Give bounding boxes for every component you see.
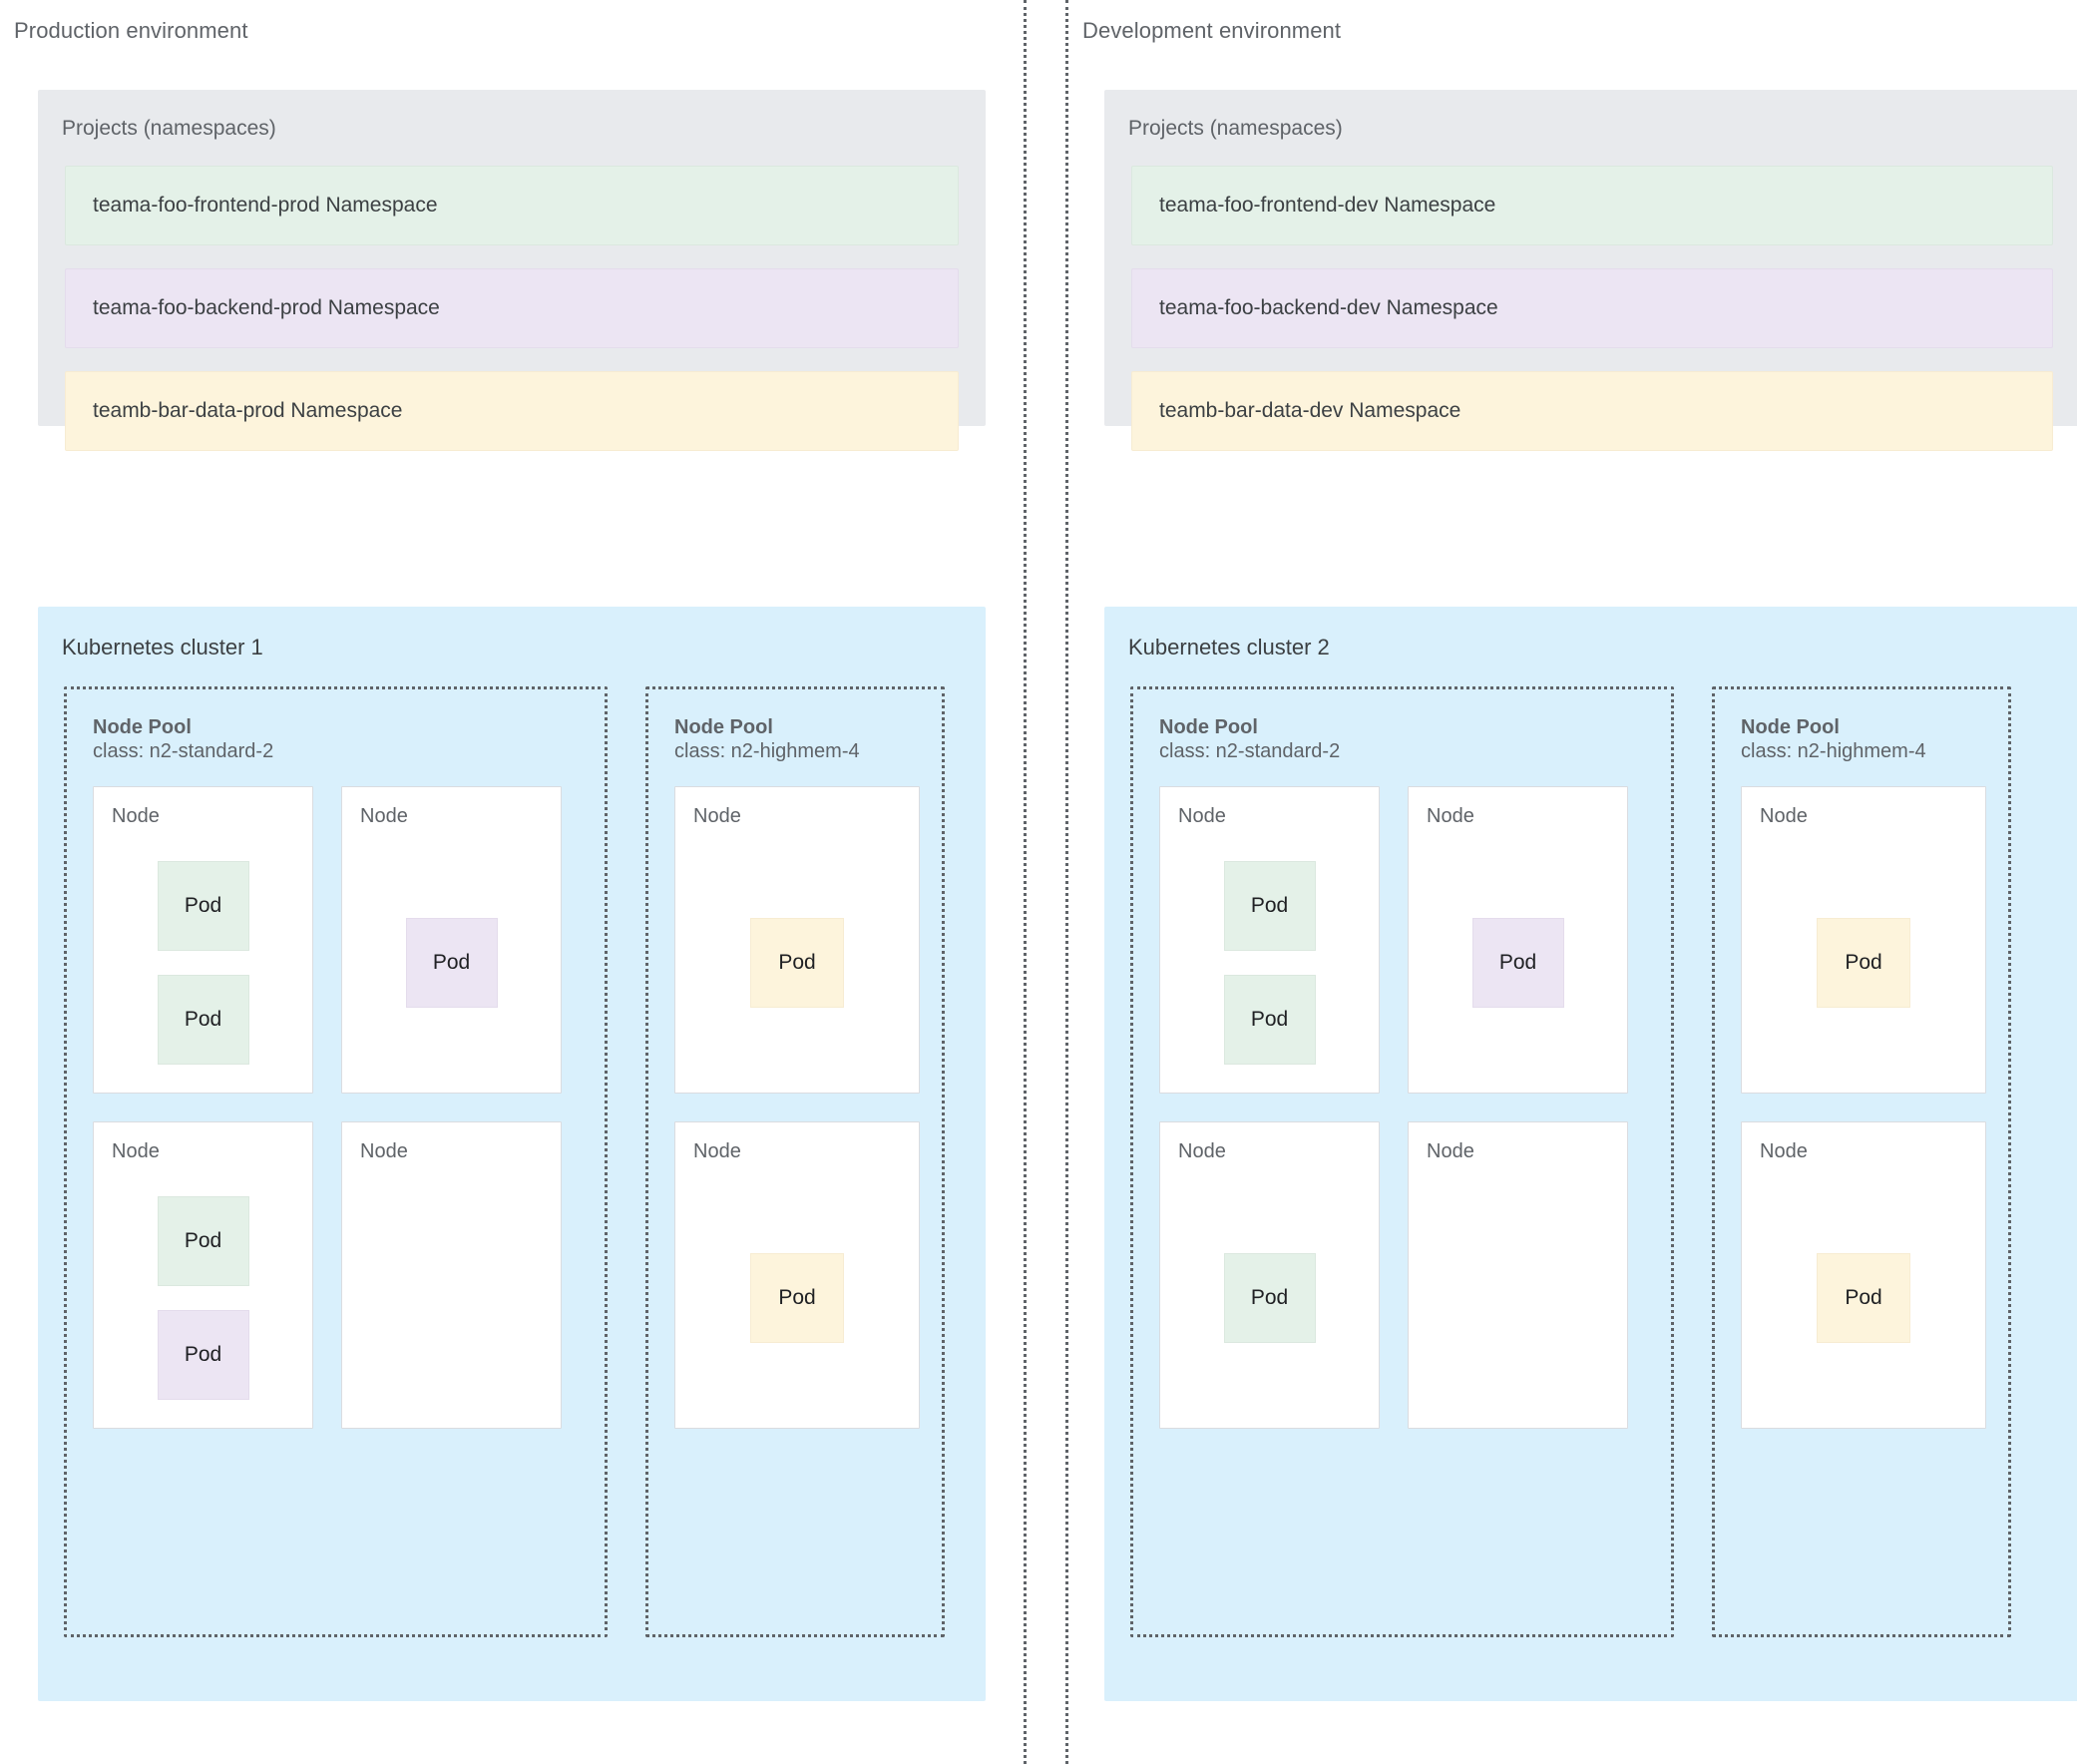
pod-container: Pod xyxy=(1742,1178,1985,1418)
pod-container: Pod Pod xyxy=(94,1178,312,1418)
node-label: Node xyxy=(112,804,160,827)
environment-title: Development environment xyxy=(1082,18,1342,43)
pod[interactable]: Pod xyxy=(1223,974,1316,1065)
node[interactable]: Node Pod Pod xyxy=(1159,785,1380,1094)
pod-container: Pod Pod xyxy=(1160,843,1379,1083)
pod[interactable]: Pod xyxy=(157,974,249,1065)
pod[interactable]: Pod xyxy=(1817,1252,1910,1343)
namespace-list: teama-foo-frontend-dev Namespace teama-f… xyxy=(1131,166,2053,451)
node[interactable]: Node xyxy=(1408,1120,1628,1429)
node-label: Node xyxy=(1178,804,1226,827)
pod-container: Pod xyxy=(1742,843,1985,1083)
node-grid: Node Pod Node Pod xyxy=(648,785,948,1429)
node-pool: Node Pool class: n2-highmem-4 Node Pod N… xyxy=(1712,686,2011,1637)
projects-panel-label: Projects (namespaces) xyxy=(1128,117,1343,140)
node-pool-title: Node Pool xyxy=(1159,716,1258,738)
pod[interactable]: Pod xyxy=(1817,917,1910,1008)
node-label: Node xyxy=(360,804,408,827)
projects-panel-label: Projects (namespaces) xyxy=(62,117,276,140)
kubernetes-cluster-panel: Kubernetes cluster 1 Node Pool class: n2… xyxy=(38,607,986,1701)
cluster-label: Kubernetes cluster 1 xyxy=(62,635,263,660)
node[interactable]: Node xyxy=(341,1120,562,1429)
environment-divider-right xyxy=(1065,0,1068,1764)
namespace-item[interactable]: teamb-bar-data-prod Namespace xyxy=(65,371,959,451)
node-pool-header: Node Pool class: n2-standard-2 xyxy=(1133,715,1671,764)
node-pool-header: Node Pool class: n2-highmem-4 xyxy=(648,715,942,764)
pod[interactable]: Pod xyxy=(405,917,498,1008)
pod[interactable]: Pod xyxy=(750,917,844,1008)
node-grid: Node Pod Pod Node Pod xyxy=(67,785,611,1429)
pod[interactable]: Pod xyxy=(157,1195,249,1286)
pod-container xyxy=(1409,1178,1627,1418)
node-label: Node xyxy=(1760,804,1808,827)
node-pool-title: Node Pool xyxy=(1741,716,1840,738)
node-pool-class: class: n2-highmem-4 xyxy=(1741,740,1926,763)
projects-panel: Projects (namespaces) teama-foo-frontend… xyxy=(1104,90,2077,451)
environment-divider-left xyxy=(1024,0,1027,1764)
node[interactable]: Node Pod xyxy=(1741,1120,1986,1429)
node-pool-title: Node Pool xyxy=(674,716,773,738)
namespace-item[interactable]: teamb-bar-data-dev Namespace xyxy=(1131,371,2053,451)
cluster-label: Kubernetes cluster 2 xyxy=(1128,635,1330,660)
node-pool-class: class: n2-highmem-4 xyxy=(674,740,860,763)
node-label: Node xyxy=(360,1139,408,1162)
namespace-list: teama-foo-frontend-prod Namespace teama-… xyxy=(65,166,959,451)
pod-container: Pod xyxy=(675,843,919,1083)
pod[interactable]: Pod xyxy=(157,860,249,951)
node-grid: Node Pod Pod Node Pod xyxy=(1133,785,1677,1429)
node[interactable]: Node Pod xyxy=(674,785,920,1094)
node-pool: Node Pool class: n2-standard-2 Node Pod … xyxy=(1130,686,1674,1637)
environment-title: Production environment xyxy=(14,18,248,43)
node-label: Node xyxy=(1427,1139,1474,1162)
pod-container: Pod xyxy=(1409,843,1627,1083)
node-pool-container: Node Pool class: n2-standard-2 Node Pod … xyxy=(1130,686,2012,1637)
pod[interactable]: Pod xyxy=(1223,1252,1316,1343)
node[interactable]: Node Pod Pod xyxy=(93,1120,313,1429)
namespace-item[interactable]: teama-foo-backend-prod Namespace xyxy=(65,268,959,348)
namespace-item[interactable]: teama-foo-backend-dev Namespace xyxy=(1131,268,2053,348)
node-pool-header: Node Pool class: n2-highmem-4 xyxy=(1715,715,2008,764)
node-pool-container: Node Pool class: n2-standard-2 Node Pod … xyxy=(64,686,960,1637)
node-grid: Node Pod Node Pod xyxy=(1715,785,2014,1429)
pod-container: Pod xyxy=(675,1178,919,1418)
node-label: Node xyxy=(693,804,741,827)
projects-panel: Projects (namespaces) teama-foo-frontend… xyxy=(38,90,986,451)
node-label: Node xyxy=(1427,804,1474,827)
pod-container: Pod xyxy=(342,843,561,1083)
node-pool: Node Pool class: n2-standard-2 Node Pod … xyxy=(64,686,608,1637)
pod-container: Pod xyxy=(1160,1178,1379,1418)
node[interactable]: Node Pod xyxy=(1741,785,1986,1094)
node-label: Node xyxy=(112,1139,160,1162)
node-pool-header: Node Pool class: n2-standard-2 xyxy=(67,715,605,764)
node-pool-class: class: n2-standard-2 xyxy=(1159,740,1341,763)
pod-container: Pod Pod xyxy=(94,843,312,1083)
node-pool-title: Node Pool xyxy=(93,716,192,738)
node[interactable]: Node Pod xyxy=(1159,1120,1380,1429)
namespace-item[interactable]: teama-foo-frontend-dev Namespace xyxy=(1131,166,2053,245)
pod[interactable]: Pod xyxy=(750,1252,844,1343)
kubernetes-cluster-panel: Kubernetes cluster 2 Node Pool class: n2… xyxy=(1104,607,2077,1701)
node-pool-class: class: n2-standard-2 xyxy=(93,740,274,763)
node[interactable]: Node Pod xyxy=(674,1120,920,1429)
node-label: Node xyxy=(1178,1139,1226,1162)
pod-container xyxy=(342,1178,561,1418)
pod[interactable]: Pod xyxy=(157,1309,249,1400)
namespace-item[interactable]: teama-foo-frontend-prod Namespace xyxy=(65,166,959,245)
node[interactable]: Node Pod xyxy=(341,785,562,1094)
node[interactable]: Node Pod xyxy=(1408,785,1628,1094)
pod[interactable]: Pod xyxy=(1471,917,1564,1008)
node-pool: Node Pool class: n2-highmem-4 Node Pod N… xyxy=(645,686,945,1637)
node-label: Node xyxy=(1760,1139,1808,1162)
pod[interactable]: Pod xyxy=(1223,860,1316,951)
node-label: Node xyxy=(693,1139,741,1162)
node[interactable]: Node Pod Pod xyxy=(93,785,313,1094)
